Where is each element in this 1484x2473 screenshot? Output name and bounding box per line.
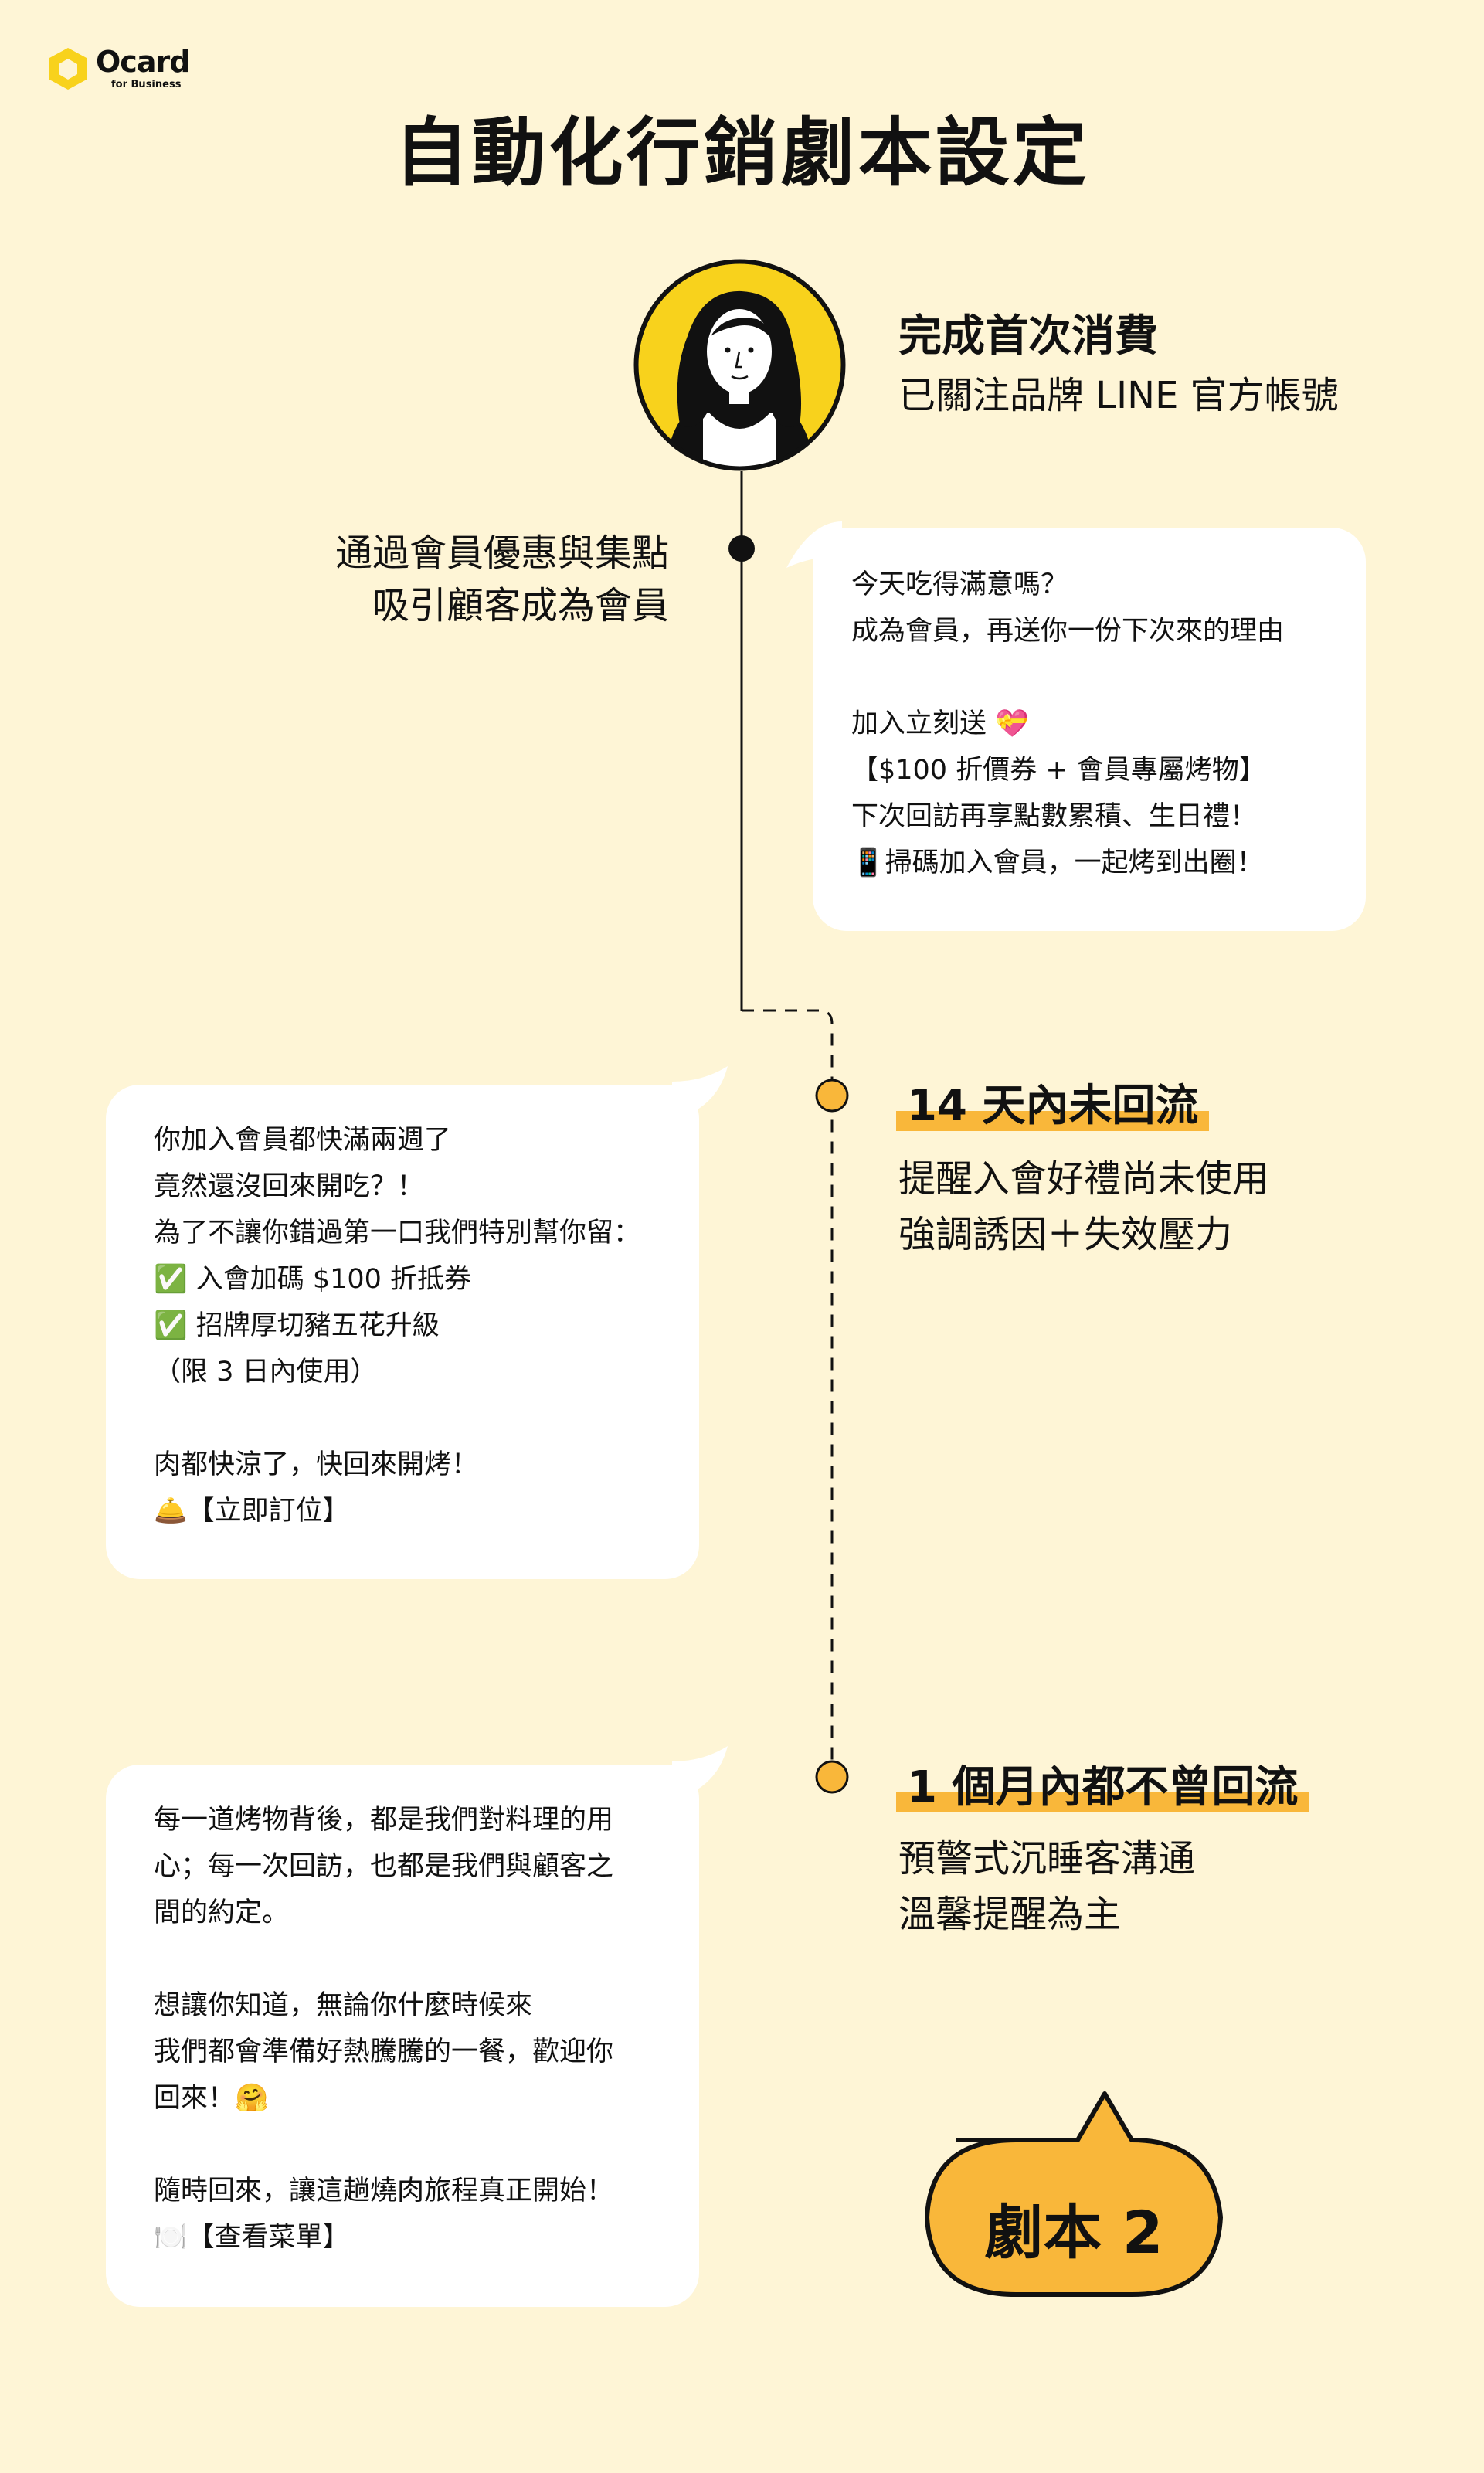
- trigger-subtitle: 已關注品牌 LINE 官方帳號: [898, 374, 1339, 417]
- step2-title: 14 天內未回流: [896, 1071, 1210, 1133]
- message-line: 我們都會準備好熱騰騰的一餐，歡迎你: [154, 2036, 614, 2067]
- message-line: 為了不讓你錯過第一口我們特別幫你留：: [154, 1218, 641, 1248]
- step1-label-line: 通過會員優惠與集點: [334, 532, 669, 575]
- message-line: 心；每一次回訪，也都是我們與顧客之: [154, 1851, 614, 1882]
- message-line: 【$100 折價券 + 會員專屬烤物】: [851, 755, 1266, 786]
- step3-desc: 預警式沉睡客溝通 溫馨提醒為主: [898, 1831, 1195, 1942]
- message-line: 想讓你知道，無論你什麼時候來: [154, 1990, 533, 2021]
- step3-desc-line: 溫馨提醒為主: [898, 1893, 1122, 1936]
- step1-label: 通過會員優惠與集點 吸引顧客成為會員: [335, 527, 669, 632]
- message-bubble-step1: 今天吃得滿意嗎？ 成為會員，再送你一份下次來的理由 加入立刻送 💝 【$100 …: [813, 528, 1366, 931]
- message-line: ✅ 招牌厚切豬五花升級: [154, 1310, 440, 1341]
- step1-label-line: 吸引顧客成為會員: [372, 584, 669, 627]
- message-line: [154, 1395, 651, 1442]
- brand-tagline: for Business: [111, 79, 182, 90]
- step3-desc-line: 預警式沉睡客溝通: [898, 1837, 1196, 1880]
- trigger-title: 完成首次消費: [898, 311, 1158, 362]
- step2-desc: 提醒入會好禮尚未使用 強調誘因＋失效壓力: [898, 1151, 1269, 1262]
- message-line: 隨時回來，讓這趟燒肉旅程真正開始！: [154, 2176, 614, 2206]
- brand-name: Ocard: [96, 45, 190, 79]
- message-line: [154, 2121, 651, 2168]
- message-line: 回來！🤗: [154, 2083, 269, 2114]
- step2-desc-line: 提醒入會好禮尚未使用: [898, 1157, 1270, 1201]
- message-line: 下次回訪再享點數累積、生日禮！: [851, 801, 1258, 832]
- message-line: 成為會員，再送你一份下次來的理由: [851, 616, 1285, 647]
- message-line: 📱掃碼加入會員，一起烤到出圈！: [851, 848, 1264, 878]
- message-line: 今天吃得滿意嗎？: [851, 569, 1068, 600]
- script-badge-label: 劇本 2: [984, 2198, 1163, 2267]
- brand-logo: Ocard for Business: [48, 45, 210, 94]
- message-line: （限 3 日內使用）: [154, 1357, 378, 1388]
- timeline-dot-1: [728, 535, 755, 562]
- script-badge-shape: [925, 2091, 1223, 2297]
- step2-desc-line: 強調誘因＋失效壓力: [898, 1213, 1233, 1256]
- message-bubble-step2: 你加入會員都快滿兩週了 竟然還沒回來開吃？！ 為了不讓你錯過第一口我們特別幫你留…: [106, 1085, 699, 1579]
- woman-avatar-icon: [633, 259, 846, 471]
- timeline-dot-3: [815, 1760, 849, 1794]
- timeline-dashed-line: [742, 1009, 834, 1777]
- message-line: 🍽️【查看菜單】: [154, 2222, 350, 2253]
- message-line: 每一道烤物背後，都是我們對料理的用: [154, 1805, 614, 1836]
- timeline-dot-2: [815, 1079, 849, 1113]
- message-line: 間的約定。: [154, 1897, 290, 1928]
- step3-title-text: 1 個月內都不曾回流: [896, 1762, 1309, 1812]
- page-title: 自動化行銷劇本設定: [394, 110, 1090, 196]
- message-line: 你加入會員都快滿兩週了: [154, 1125, 452, 1156]
- step3-title: 1 個月內都不曾回流: [896, 1752, 1309, 1815]
- message-line: 加入立刻送 💝: [851, 708, 1029, 739]
- message-bubble-step3: 每一道烤物背後，都是我們對料理的用 心；每一次回訪，也都是我們與顧客之 間的約定…: [106, 1765, 699, 2307]
- message-line: 竟然還沒回來開吃？！: [154, 1171, 425, 1202]
- step2-title-text: 14 天內未回流: [896, 1081, 1210, 1131]
- message-line: ✅ 入會加碼 $100 折抵券: [154, 1264, 472, 1295]
- message-line: [154, 1936, 651, 1982]
- hexagon-logo-icon: [49, 48, 87, 90]
- message-line: 肉都快涼了，快回來開烤！: [154, 1449, 479, 1480]
- message-line: [851, 654, 1327, 701]
- message-line: 🛎️【立即訂位】: [154, 1496, 350, 1527]
